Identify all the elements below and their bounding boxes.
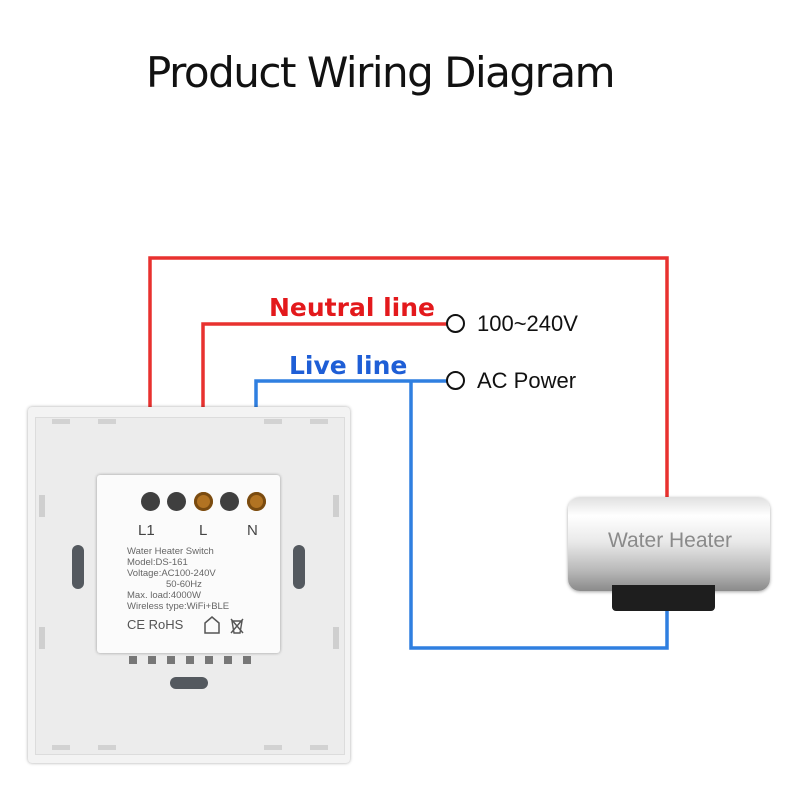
terminal-label-l: L <box>199 522 208 539</box>
ac-power-label: AC Power <box>477 368 577 393</box>
module-vent <box>129 656 137 664</box>
plate-clip <box>264 745 282 750</box>
module-spec-line: Water Heater Switch <box>127 546 214 557</box>
module-spec-line: Model:DS-161 <box>127 557 188 568</box>
power-terminal-node-1 <box>446 314 465 333</box>
plate-ear <box>39 495 45 517</box>
plate-clip <box>52 745 70 750</box>
mounting-slot-right <box>293 545 305 589</box>
module-vent <box>205 656 213 664</box>
module-spec-line: Max. load:4000W <box>127 590 201 601</box>
mounting-slot-bottom <box>170 677 208 689</box>
neutral-line-label: Neutral line <box>269 293 435 322</box>
house-icon <box>204 616 220 634</box>
recycle-bin-icons <box>204 616 244 634</box>
terminal-l1-screw <box>141 492 160 511</box>
module-spec-line: Voltage:AC100-240V <box>127 568 216 579</box>
water-heater-control-panel <box>612 585 715 611</box>
module-vent <box>186 656 194 664</box>
certification-marks: CE RoHS <box>127 617 184 632</box>
terminal-label-n: N <box>247 522 258 539</box>
plate-ear <box>333 627 339 649</box>
terminal-spare <box>167 492 186 511</box>
plate-clip <box>264 419 282 424</box>
crossed-bin-icon <box>230 618 244 634</box>
terminal-spare <box>220 492 239 511</box>
terminal-n-screw <box>247 492 266 511</box>
wire-heater-return <box>409 381 669 650</box>
plate-ear <box>333 495 339 517</box>
plate-clip <box>310 419 328 424</box>
mounting-slot-left <box>72 545 84 589</box>
terminal-label-l1: L1 <box>138 522 155 539</box>
plate-clip <box>98 419 116 424</box>
module-spec-line: Wireless type:WiFi+BLE <box>127 601 230 612</box>
wire-l1-heater <box>148 256 669 500</box>
module-spec-line: 50-60Hz <box>166 579 202 590</box>
terminal-l-screw <box>194 492 213 511</box>
page-title: Product Wiring Diagram <box>146 48 616 97</box>
plate-ear <box>39 627 45 649</box>
module-vent <box>167 656 175 664</box>
live-line-label: Live line <box>289 351 408 380</box>
plate-clip <box>310 745 328 750</box>
voltage-label: 100~240V <box>477 311 578 336</box>
power-terminal-node-2 <box>446 371 465 390</box>
module-vent <box>148 656 156 664</box>
module-vent <box>224 656 232 664</box>
water-heater-tank <box>568 497 770 591</box>
module-vent <box>243 656 251 664</box>
water-heater-label: Water Heater <box>607 529 733 552</box>
plate-clip <box>98 745 116 750</box>
plate-clip <box>52 419 70 424</box>
